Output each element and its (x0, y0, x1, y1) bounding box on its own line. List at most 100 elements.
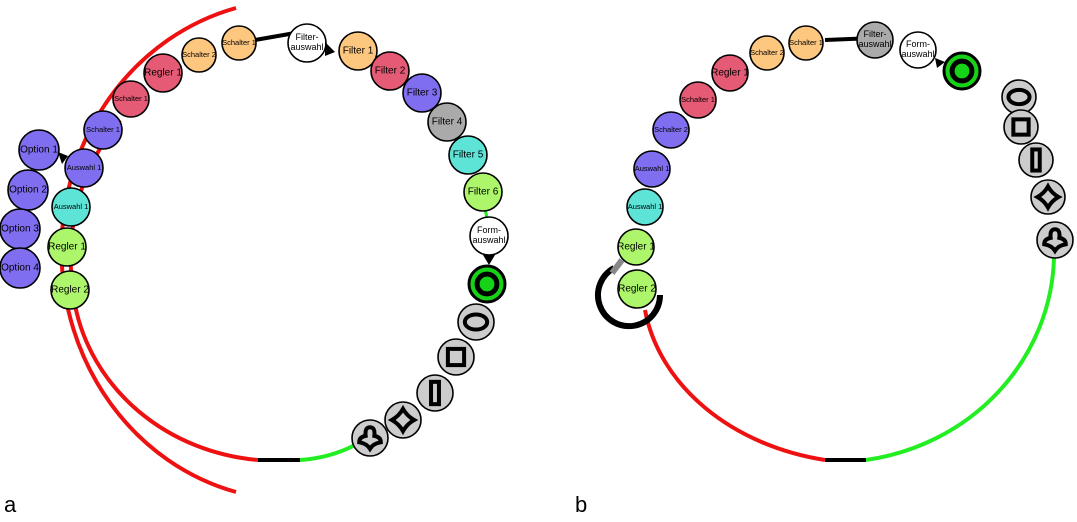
node-label: Schalter 1 (86, 125, 120, 134)
node-label: Auswahl 1 (54, 202, 89, 211)
node-label: Schalter 1 (114, 94, 148, 103)
node-label: Option 3 (1, 224, 39, 235)
node-label: Regler 2 (618, 284, 656, 295)
square-icon-shape (445, 346, 467, 368)
node-label: Regler 1 (48, 242, 86, 253)
node-option-1[interactable] (18, 129, 60, 171)
node-label: Regler 1 (711, 68, 749, 79)
node-regler-2[interactable] (617, 269, 657, 309)
ring-icon (949, 58, 975, 84)
node-label: Auswahl 1 (628, 202, 663, 211)
ellipse-icon-shape (462, 312, 490, 332)
inner-red-arc-lower (73, 304, 259, 462)
node-label: Schalter 2 (654, 125, 688, 134)
green-arc-segment (299, 443, 356, 462)
node-filter-1[interactable] (338, 31, 378, 71)
star-icon (387, 404, 419, 436)
node-schalter-1[interactable] (112, 80, 150, 118)
selection-ring-gray (609, 258, 625, 275)
node-schalter-2[interactable] (652, 111, 690, 149)
pointer-triangle (935, 58, 945, 68)
node-filter-3[interactable] (402, 73, 442, 113)
node-rectangle[interactable] (1018, 142, 1054, 178)
star-icon (1033, 182, 1063, 212)
pointer-triangle (58, 152, 68, 164)
node-schalter-1[interactable] (83, 110, 123, 150)
node-star[interactable] (384, 401, 422, 439)
black-top-connector (254, 31, 296, 42)
node-auswahl-1[interactable] (64, 148, 104, 188)
bulb-icon (357, 425, 383, 453)
node-label: Option 1 (20, 145, 58, 156)
node-schalter-1[interactable] (221, 25, 257, 61)
node-label: Schalter 1 (789, 38, 823, 47)
pointer-triangle (483, 255, 495, 265)
node-ellipse[interactable] (457, 303, 495, 341)
node-schalter-2[interactable] (181, 37, 217, 73)
node-schalter-1[interactable] (679, 81, 717, 119)
node-form-auswahl[interactable] (899, 31, 937, 69)
node-square[interactable] (437, 338, 475, 376)
node-regler-1[interactable] (711, 54, 749, 92)
node-label: Regler 2 (51, 285, 89, 296)
node-label: Filter-auswahl (290, 32, 323, 52)
bulb-icon-shape (1042, 227, 1068, 255)
ellipse-icon (462, 312, 490, 332)
node-label: Option 2 (9, 185, 47, 196)
bulb-icon-shape (357, 425, 383, 453)
node-label: Schalter 2 (750, 48, 784, 57)
node-label: Filter 5 (453, 150, 484, 161)
star-icon-shape (387, 404, 419, 436)
node-label: Regler 1 (144, 68, 182, 79)
node-auswahl-1[interactable] (51, 187, 91, 227)
node-filter-6[interactable] (463, 172, 503, 212)
node-schalter-1[interactable] (788, 25, 824, 61)
node-label: Regler 1 (617, 242, 655, 253)
star-icon-shape (1033, 182, 1063, 212)
node-rectangle[interactable] (416, 374, 454, 412)
node-filter-2[interactable] (370, 51, 410, 91)
node-regler-1[interactable] (47, 227, 87, 267)
node-label: Filter-auswahl (858, 29, 891, 49)
ellipse-icon (1006, 87, 1032, 107)
ring-icon (474, 271, 500, 297)
panel-label-a: a (4, 492, 17, 517)
node-option-4[interactable] (0, 247, 41, 289)
node-label: Filter 6 (468, 187, 499, 198)
node-label: Filter 1 (343, 46, 374, 57)
square-icon (445, 346, 467, 368)
node-label: Schalter 1 (222, 38, 256, 47)
node-label: Schalter 1 (681, 95, 715, 104)
red-arc (643, 309, 826, 462)
node-regler-1[interactable] (143, 53, 183, 93)
node-star[interactable] (1030, 179, 1066, 215)
ring-icon-shape (949, 58, 975, 84)
node-ring[interactable] (942, 51, 982, 91)
node-auswahl-1[interactable] (626, 188, 664, 226)
node-schalter-2[interactable] (749, 35, 785, 71)
node-filter-4[interactable] (427, 102, 467, 142)
node-label: Filter 2 (375, 66, 406, 77)
ellipse-icon-shape (1006, 87, 1032, 107)
node-bulb[interactable] (1036, 221, 1074, 259)
rectangle-icon (429, 379, 441, 407)
node-label: Schalter 2 (182, 50, 216, 59)
node-ring[interactable] (467, 264, 507, 304)
rectangle-icon-shape (1030, 147, 1042, 173)
node-label: Filter 4 (432, 117, 463, 128)
node-auswahl-1[interactable] (633, 150, 671, 188)
node-regler-1[interactable] (617, 228, 655, 266)
node-label: Form-auswahl (472, 225, 505, 245)
node-bulb[interactable] (351, 419, 389, 457)
node-filter-5[interactable] (448, 135, 488, 175)
node-filter-auswahl[interactable] (856, 21, 894, 59)
node-square[interactable] (1003, 109, 1039, 145)
rectangle-icon (1030, 147, 1042, 173)
rectangle-icon-shape (429, 379, 441, 407)
node-label: Form-auswahl (901, 39, 934, 59)
node-regler-2[interactable] (50, 270, 90, 310)
